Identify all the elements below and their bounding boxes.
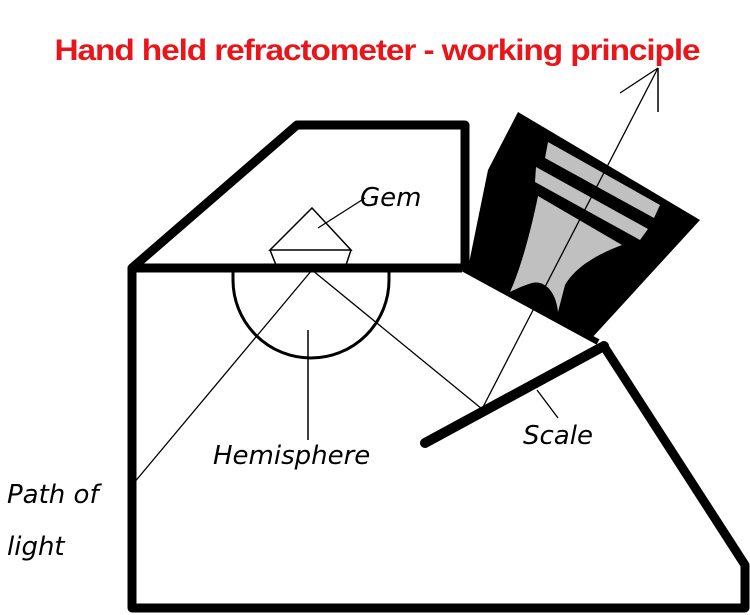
- upper-housing-outline: [129, 120, 470, 272]
- hemisphere-shape: [231, 268, 391, 360]
- lower-body-outline: [127, 263, 750, 613]
- eyepiece-lens-cone: [510, 196, 622, 312]
- gem-label: Gem: [360, 183, 421, 213]
- gem-shape: [268, 206, 353, 266]
- scale-plate: [420, 341, 609, 448]
- eyepiece-lens-top: [545, 142, 660, 218]
- path-of-light-label-line2: light: [7, 532, 65, 562]
- scale-leader: [536, 389, 559, 419]
- gem-leader: [317, 197, 366, 229]
- path-of-light-label-line1: Path of: [7, 480, 102, 510]
- hemisphere-label: Hemisphere: [213, 441, 370, 471]
- eyepiece: [468, 112, 700, 340]
- eyepiece-lens-mid: [535, 167, 648, 240]
- light-path: [127, 67, 659, 491]
- scale-label: Scale: [523, 421, 593, 451]
- diagram-title: Hand held refractometer - working princi…: [55, 34, 700, 67]
